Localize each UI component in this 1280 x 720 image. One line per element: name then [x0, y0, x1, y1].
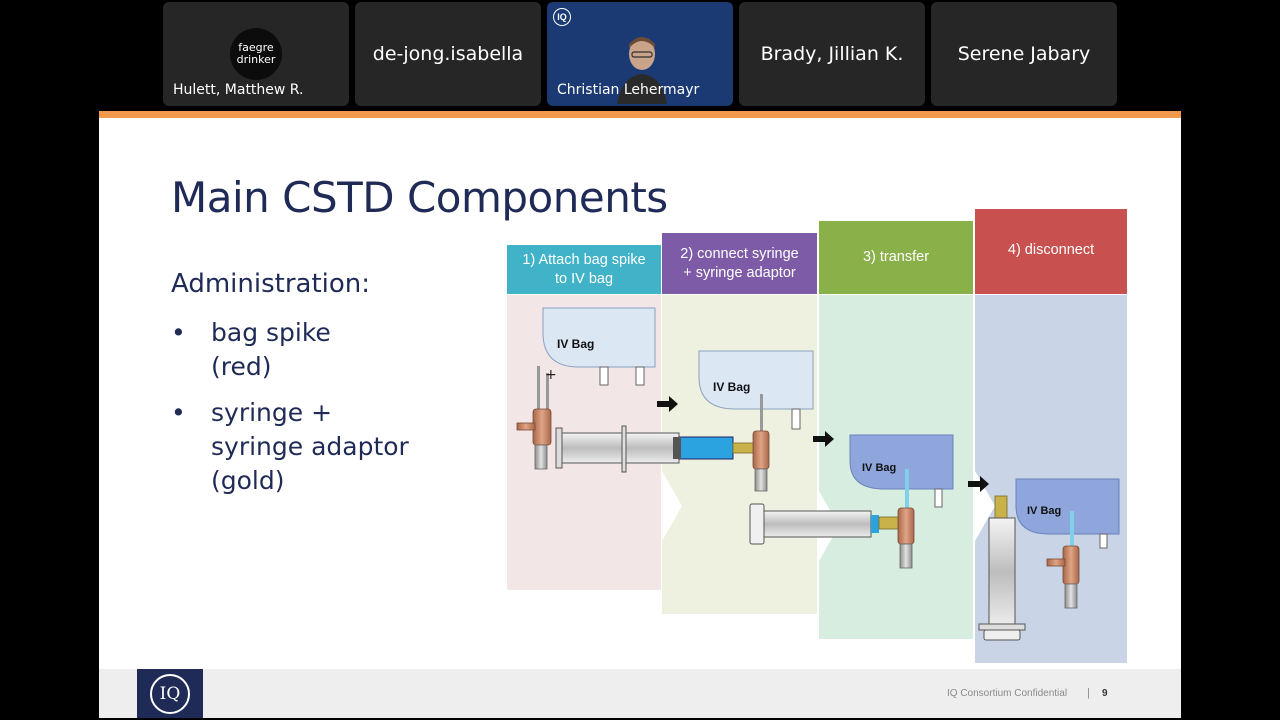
- bullet-line: syringe adaptor: [211, 432, 409, 461]
- step-header-3: 3) transfer: [819, 221, 973, 294]
- bag-spike-4: [1046, 511, 1080, 609]
- syringe-2: [555, 394, 770, 492]
- iv-bag-label-3: IV Bag: [862, 462, 896, 474]
- participant-tile-4[interactable]: Brady, Jillian K.: [739, 2, 925, 106]
- iq-logo-text: IQ: [150, 673, 190, 714]
- participant-tile-1[interactable]: faegre drinker Hulett, Matthew R.: [163, 2, 349, 106]
- participant-tile-3-active-speaker[interactable]: IQ Christian Lehermayr: [547, 2, 733, 106]
- page-number: 9: [1102, 688, 1108, 699]
- step-header-2: 2) connect syringe + syringe adaptor: [662, 233, 817, 294]
- participant-tile-2[interactable]: de-jong.isabella: [355, 2, 541, 106]
- bullet-line: syringe +: [211, 398, 333, 427]
- cstd-diagram: + IV Bag IV Bag IV Bag IV Bag: [507, 295, 1127, 663]
- step-label: to IV bag: [554, 270, 614, 287]
- shared-slide: Main CSTD Components Administration: • b…: [99, 111, 1181, 718]
- iq-logo: IQ: [137, 669, 203, 718]
- step-header-1: 1) Attach bag spike to IV bag: [507, 245, 661, 294]
- step-label: 3) transfer: [862, 249, 930, 265]
- slide-title: Main CSTD Components: [171, 173, 668, 222]
- administration-heading: Administration:: [171, 269, 371, 299]
- step-header-4: 4) disconnect: [975, 209, 1127, 294]
- iv-bag-2: [698, 350, 814, 430]
- participant-tile-5[interactable]: Serene Jabary: [931, 2, 1117, 106]
- slide-accent-bar: [99, 111, 1181, 118]
- logo-text-bottom: drinker: [236, 53, 276, 66]
- iv-bag-1: [542, 307, 656, 386]
- iv-bag-4: [1015, 478, 1120, 549]
- participant-name: Hulett, Matthew R.: [173, 82, 304, 98]
- iv-bag-label-1: IV Bag: [557, 337, 594, 351]
- bullet-line: (red): [211, 352, 272, 381]
- bullet-line: bag spike: [211, 318, 331, 347]
- participant-name: Brady, Jillian K.: [760, 43, 904, 65]
- step-label: + syringe adaptor: [683, 264, 796, 281]
- iq-badge-icon: IQ: [553, 8, 571, 26]
- participant-name: de-jong.isabella: [372, 43, 524, 65]
- firm-logo: faegre drinker: [230, 28, 282, 80]
- step-label: 2) connect syringe: [680, 245, 799, 262]
- footer-separator: |: [1087, 687, 1090, 699]
- iv-bag-label-2: IV Bag: [713, 380, 750, 394]
- step-label: 4) disconnect: [1007, 242, 1095, 258]
- iv-bag-label-4: IV Bag: [1027, 505, 1061, 517]
- confidential-label: IQ Consortium Confidential: [947, 688, 1068, 699]
- step-label: 1) Attach bag spike: [522, 251, 646, 268]
- participant-name: Christian Lehermayr: [557, 82, 700, 98]
- iv-bag-3: [849, 434, 954, 508]
- bullet-line: (gold): [211, 466, 285, 495]
- logo-text-top: faegre: [238, 41, 274, 54]
- plus-sign: +: [545, 367, 557, 383]
- speaker-video: [617, 37, 667, 104]
- arrow-icon: [657, 396, 989, 492]
- participant-name: Serene Jabary: [957, 43, 1091, 65]
- syringe-3: [749, 469, 915, 569]
- syringe-4-vertical: [978, 495, 1026, 641]
- bag-spike-1: [516, 366, 552, 470]
- slide-footer: IQ IQ Consortium Confidential | 9: [99, 669, 1181, 718]
